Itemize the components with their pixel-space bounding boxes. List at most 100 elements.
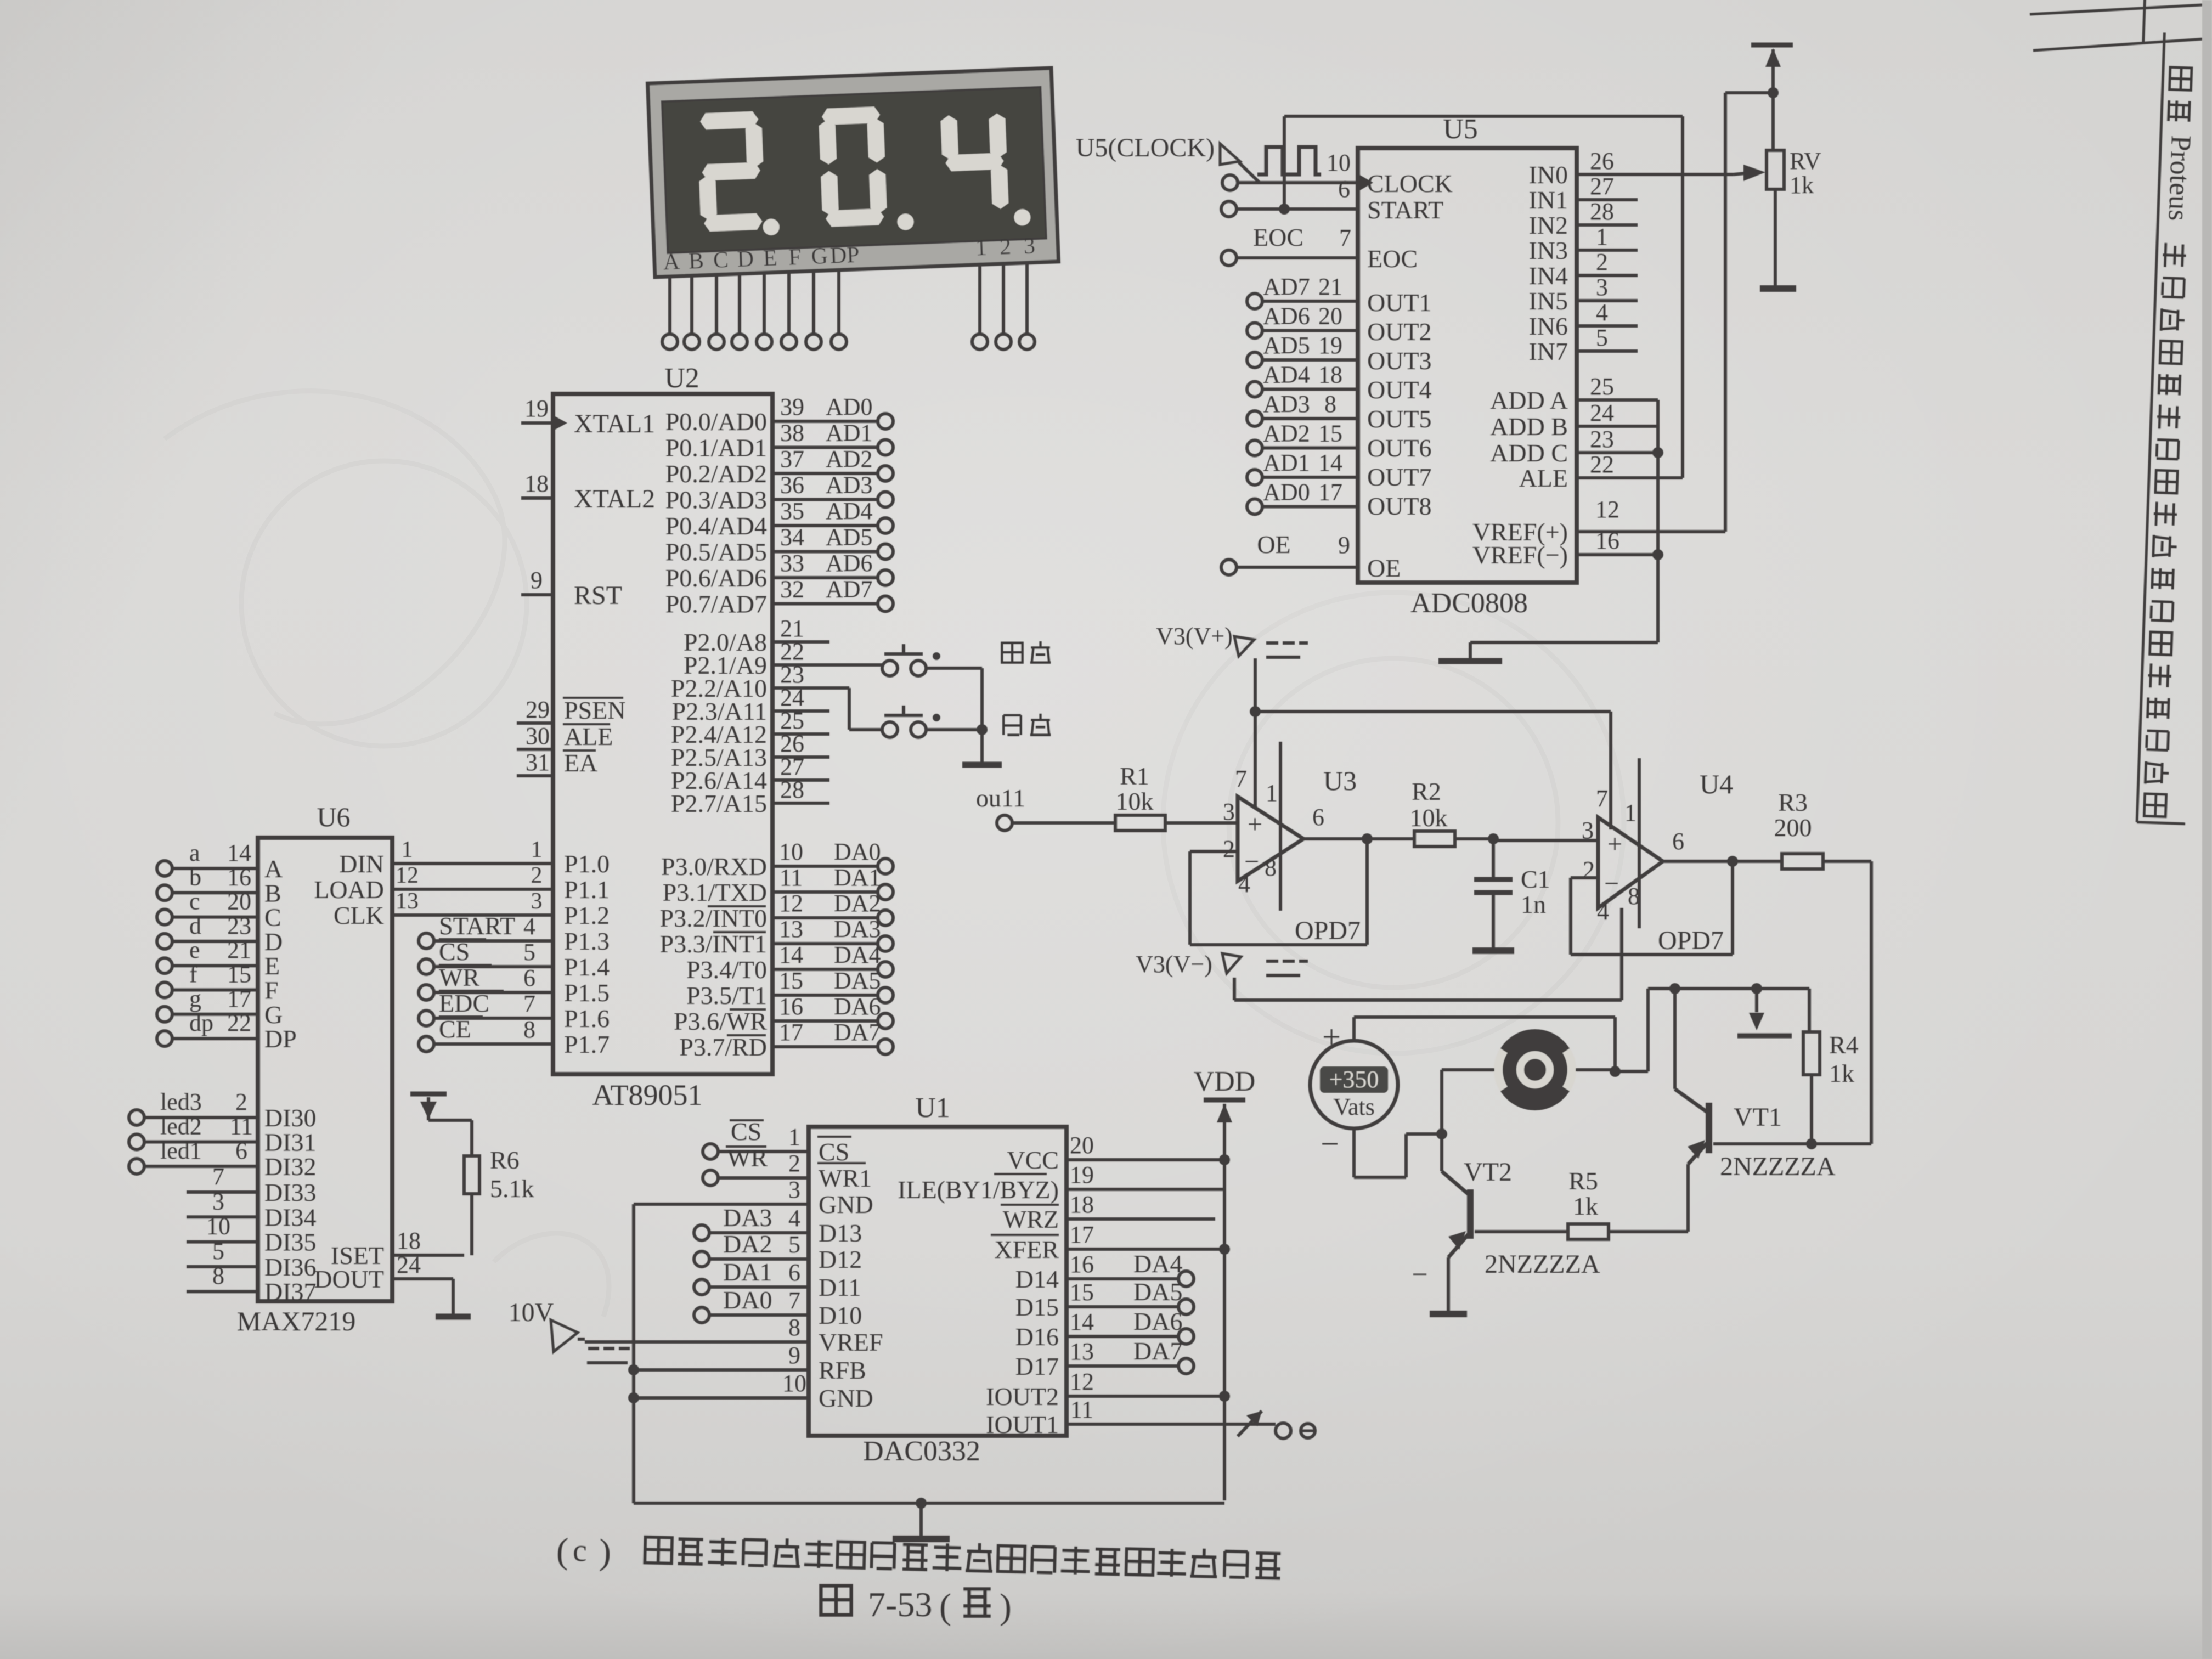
svg-text:3: 3 bbox=[788, 1176, 800, 1203]
svg-text:P1.5: P1.5 bbox=[564, 979, 610, 1007]
svg-text:23: 23 bbox=[780, 661, 804, 688]
svg-text:R5: R5 bbox=[1568, 1167, 1598, 1195]
svg-text:−: − bbox=[1244, 847, 1259, 876]
svg-text:P2.0/A8: P2.0/A8 bbox=[684, 628, 767, 656]
svg-text:WR: WR bbox=[439, 963, 479, 991]
svg-text:5: 5 bbox=[212, 1238, 224, 1265]
svg-text:14: 14 bbox=[227, 839, 251, 866]
svg-text:DA4: DA4 bbox=[1133, 1250, 1182, 1278]
svg-text:OUT3: OUT3 bbox=[1367, 347, 1432, 375]
svg-text:6: 6 bbox=[1672, 828, 1684, 855]
svg-text:B: B bbox=[688, 249, 704, 274]
svg-text:e: e bbox=[189, 936, 200, 963]
svg-text:14: 14 bbox=[1070, 1308, 1094, 1335]
svg-text:14: 14 bbox=[1318, 449, 1342, 476]
svg-text:OUT1: OUT1 bbox=[1367, 289, 1432, 317]
svg-text:19: 19 bbox=[524, 395, 549, 422]
svg-text:OE: OE bbox=[1367, 554, 1401, 582]
svg-text:DA4: DA4 bbox=[834, 941, 881, 968]
svg-text:1k: 1k bbox=[1790, 172, 1814, 199]
svg-text:C: C bbox=[264, 904, 281, 932]
svg-text:IN3: IN3 bbox=[1528, 236, 1568, 264]
svg-text:28: 28 bbox=[1590, 198, 1614, 225]
svg-text:IN5: IN5 bbox=[1528, 287, 1568, 315]
svg-text:+350: +350 bbox=[1329, 1066, 1379, 1093]
svg-text:5: 5 bbox=[523, 939, 535, 966]
svg-text:IN4: IN4 bbox=[1528, 262, 1568, 290]
svg-text:14: 14 bbox=[779, 941, 803, 968]
svg-text:AD7: AD7 bbox=[1263, 273, 1310, 300]
svg-text:P3.6/WR: P3.6/WR bbox=[674, 1007, 767, 1035]
svg-text:8: 8 bbox=[788, 1314, 800, 1341]
svg-text:OUT5: OUT5 bbox=[1367, 405, 1432, 433]
svg-text:1: 1 bbox=[1596, 223, 1608, 250]
svg-text:31: 31 bbox=[526, 749, 550, 776]
svg-text:8: 8 bbox=[523, 1016, 535, 1043]
svg-text:CE: CE bbox=[439, 1015, 471, 1043]
svg-text:V3(V+): V3(V+) bbox=[1156, 623, 1233, 650]
svg-text:(: ( bbox=[939, 1587, 951, 1627]
svg-text:22: 22 bbox=[780, 638, 804, 665]
svg-text:U3: U3 bbox=[1323, 765, 1357, 796]
svg-text:6: 6 bbox=[1312, 804, 1324, 831]
svg-text:EA: EA bbox=[564, 749, 597, 777]
svg-text:CLOCK: CLOCK bbox=[1367, 170, 1453, 198]
svg-text:7-53: 7-53 bbox=[868, 1585, 932, 1624]
svg-text:P3.0/RXD: P3.0/RXD bbox=[661, 853, 767, 881]
svg-text:U1: U1 bbox=[915, 1092, 950, 1124]
svg-text:2: 2 bbox=[531, 863, 543, 888]
svg-text:P2.1/A9: P2.1/A9 bbox=[684, 651, 767, 679]
svg-text:OUT4: OUT4 bbox=[1367, 376, 1432, 404]
svg-text:D12: D12 bbox=[819, 1245, 862, 1273]
svg-text:GND: GND bbox=[819, 1384, 873, 1412]
svg-text:7: 7 bbox=[1235, 765, 1247, 792]
svg-text:R6: R6 bbox=[490, 1146, 520, 1174]
svg-text:VT2: VT2 bbox=[1464, 1158, 1512, 1187]
svg-text:P2.7/A15: P2.7/A15 bbox=[671, 789, 767, 817]
svg-text:P1.2: P1.2 bbox=[564, 901, 610, 929]
svg-text:15: 15 bbox=[779, 967, 803, 994]
svg-text:2: 2 bbox=[235, 1088, 247, 1115]
svg-text:32: 32 bbox=[780, 576, 804, 603]
svg-text:29: 29 bbox=[526, 696, 550, 723]
svg-text:): ) bbox=[1000, 1587, 1012, 1627]
svg-text:MAX7219: MAX7219 bbox=[237, 1306, 356, 1336]
svg-text:6: 6 bbox=[1338, 176, 1350, 202]
svg-text:DI37: DI37 bbox=[264, 1278, 317, 1306]
svg-text:U5(CLOCK): U5(CLOCK) bbox=[1076, 133, 1215, 162]
svg-text:DA6: DA6 bbox=[834, 993, 881, 1020]
svg-text:OUT6: OUT6 bbox=[1367, 434, 1432, 462]
svg-text:led2: led2 bbox=[160, 1113, 202, 1140]
svg-text:19: 19 bbox=[1318, 332, 1342, 359]
svg-text:1n: 1n bbox=[1521, 890, 1546, 918]
svg-text:26: 26 bbox=[780, 730, 804, 757]
svg-text:27: 27 bbox=[780, 753, 804, 780]
svg-text:−: − bbox=[1604, 869, 1619, 898]
svg-text:P3.2/INT0: P3.2/INT0 bbox=[660, 904, 768, 932]
svg-text:16: 16 bbox=[227, 864, 251, 890]
svg-text:19: 19 bbox=[1070, 1161, 1094, 1188]
svg-text:(: ( bbox=[556, 1531, 569, 1571]
svg-text:EOC: EOC bbox=[1367, 245, 1418, 273]
svg-text:AD3: AD3 bbox=[826, 472, 873, 499]
svg-text:WR: WR bbox=[727, 1144, 768, 1172]
svg-text:+: + bbox=[1607, 830, 1622, 859]
svg-text:D14: D14 bbox=[1015, 1265, 1059, 1293]
svg-text:11: 11 bbox=[230, 1113, 253, 1140]
svg-text:DA5: DA5 bbox=[834, 967, 881, 994]
svg-text:1: 1 bbox=[1266, 780, 1278, 806]
svg-text:IN1: IN1 bbox=[1528, 186, 1568, 214]
svg-text:P0.4/AD4: P0.4/AD4 bbox=[665, 512, 767, 540]
svg-text:U6: U6 bbox=[317, 802, 350, 832]
svg-text:U5: U5 bbox=[1443, 114, 1478, 145]
svg-text:24: 24 bbox=[780, 684, 804, 711]
svg-text:17: 17 bbox=[1070, 1221, 1094, 1248]
svg-text:DP: DP bbox=[264, 1025, 297, 1053]
svg-text:8: 8 bbox=[1265, 854, 1277, 881]
svg-text:AD7: AD7 bbox=[826, 576, 873, 603]
svg-text:AD4: AD4 bbox=[826, 498, 873, 524]
svg-text:DI35: DI35 bbox=[264, 1228, 317, 1256]
svg-text:3: 3 bbox=[1023, 233, 1036, 259]
svg-text:VCC: VCC bbox=[1007, 1146, 1059, 1174]
svg-text:AD4: AD4 bbox=[1263, 362, 1310, 388]
